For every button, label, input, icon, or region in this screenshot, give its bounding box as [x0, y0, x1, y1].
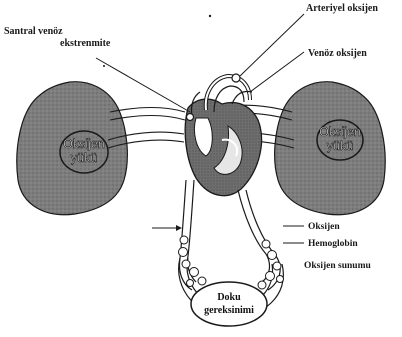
tissue-demand-oval [191, 282, 267, 326]
right-lung-label-2: yükü [327, 139, 353, 153]
venous-oxygen-label: Venöz oksijen [308, 48, 367, 59]
speck-2 [103, 65, 105, 67]
left-lung: Oksijen yükü [17, 82, 128, 215]
tissue-demand-label-2: gereksinimi [204, 305, 254, 316]
right-lung: Oksijen yükü [275, 82, 386, 215]
oxygen-bubbles [179, 236, 284, 289]
hemoglobin-side-label: Hemoglobin [308, 239, 358, 249]
left-lung-label-1: Oksijen [63, 137, 105, 151]
arterial-oxygen-marker [232, 74, 240, 82]
left-arrow-head [176, 225, 182, 231]
oxygen-supply-label: Oksijen sunumu [304, 261, 372, 271]
heart [185, 74, 261, 196]
central-venous-marker [187, 114, 194, 121]
tissue-demand: Doku gereksinimi [191, 282, 267, 326]
oxygen-side-label: Oksijen [308, 222, 340, 232]
tissue-demand-label-1: Doku [217, 292, 241, 303]
arterial-oxygen-label: Arteriyel oksijen [306, 3, 378, 14]
heart-body [185, 99, 261, 196]
right-lung-label-1: Oksijen [319, 125, 361, 139]
central-venous-label-1: Santral venöz [4, 26, 63, 37]
central-venous-label-2: ekstrenmite [60, 38, 111, 49]
left-lung-label-2: yükü [71, 151, 97, 165]
speck [209, 15, 211, 17]
